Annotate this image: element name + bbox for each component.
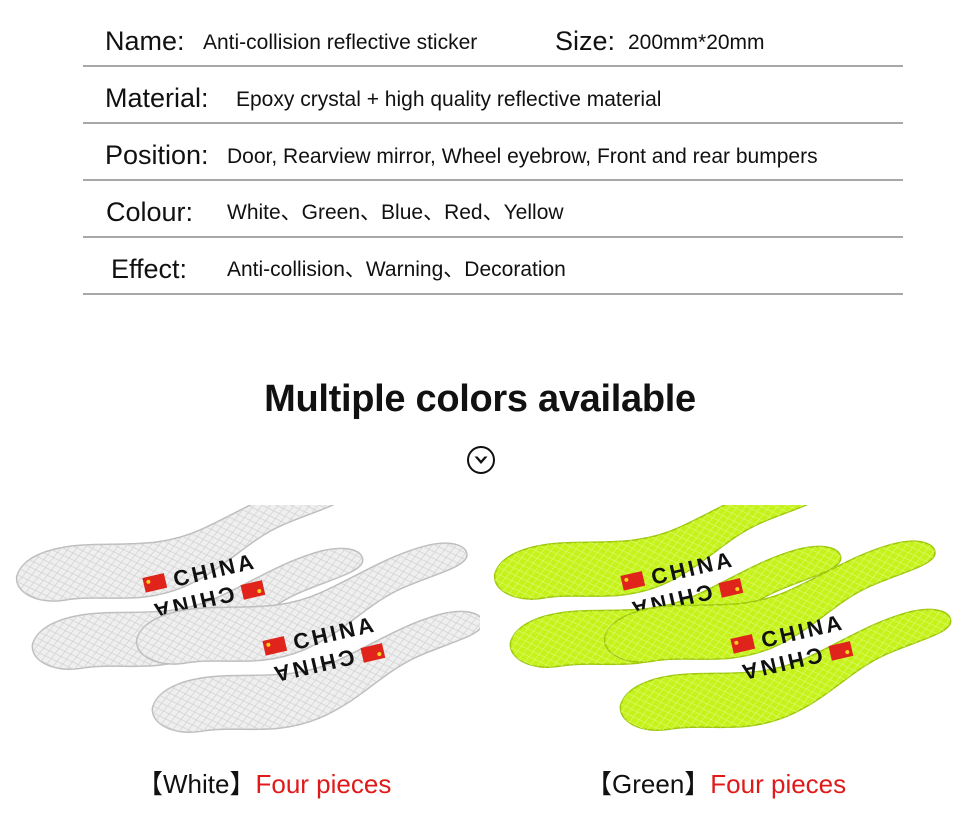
position-value: Door, Rearview mirror, Wheel eyebrow, Fr… [227, 145, 818, 168]
caption-qty: Four pieces [255, 769, 392, 799]
name-label: Name: [105, 26, 185, 56]
caption-color-name: Green [612, 769, 685, 799]
size-value: 200mm*20mm [628, 31, 765, 54]
product-white: CHINA CHINA CHINA CHINA [0, 479, 484, 755]
spec-row-effect: Effect: Anti-collision、Warning、Decoratio… [83, 238, 903, 295]
spec-row-position: Position: Door, Rearview mirror, Wheel e… [83, 124, 903, 181]
spec-row-material: Material: Epoxy crystal + high quality r… [83, 67, 903, 124]
material-value: Epoxy crystal + high quality reflective … [236, 88, 662, 111]
caption-bracket-open: 【 [586, 769, 613, 799]
caption-white: 【White】Four pieces [137, 764, 391, 801]
chevron-down-circle-icon [467, 446, 495, 474]
colour-value: White、Green、Blue、Red、Yellow [227, 201, 564, 224]
caption-bracket-close: 】 [229, 769, 256, 799]
flag-icon [828, 641, 854, 661]
name-value: Anti-collision reflective sticker [203, 31, 478, 54]
colour-label: Colour: [106, 197, 194, 227]
caption-color-name: White [163, 769, 230, 799]
flag-icon [360, 643, 386, 663]
flag-icon [718, 578, 744, 598]
flag-icon [620, 571, 646, 591]
caption-green: 【Green】Four pieces [586, 764, 846, 801]
flag-icon [240, 580, 266, 600]
flag-icon [142, 573, 168, 593]
caption-bracket-close: 】 [684, 769, 711, 799]
size-label: Size: [555, 26, 616, 56]
product-green-illustration: CHINA CHINA CHINA CHINA [493, 477, 952, 732]
effect-label: Effect: [111, 254, 188, 284]
flag-icon [262, 636, 288, 656]
headline: Multiple colors available [264, 378, 696, 420]
caption-bracket-open: 【 [137, 769, 164, 799]
position-label: Position: [105, 140, 209, 170]
spec-row-colour: Colour: White、Green、Blue、Red、Yellow [83, 181, 903, 238]
spec-row-name: Name: Anti-collision reflective sticker … [83, 10, 903, 67]
material-label: Material: [105, 83, 209, 113]
flag-icon [730, 634, 756, 654]
caption-qty: Four pieces [710, 769, 847, 799]
product-white-illustration: CHINA CHINA CHINA CHINA [15, 479, 484, 734]
spec-table: Name: Anti-collision reflective sticker … [83, 10, 903, 295]
effect-value: Anti-collision、Warning、Decoration [227, 258, 566, 281]
product-green: CHINA CHINA CHINA CHINA [480, 477, 960, 755]
